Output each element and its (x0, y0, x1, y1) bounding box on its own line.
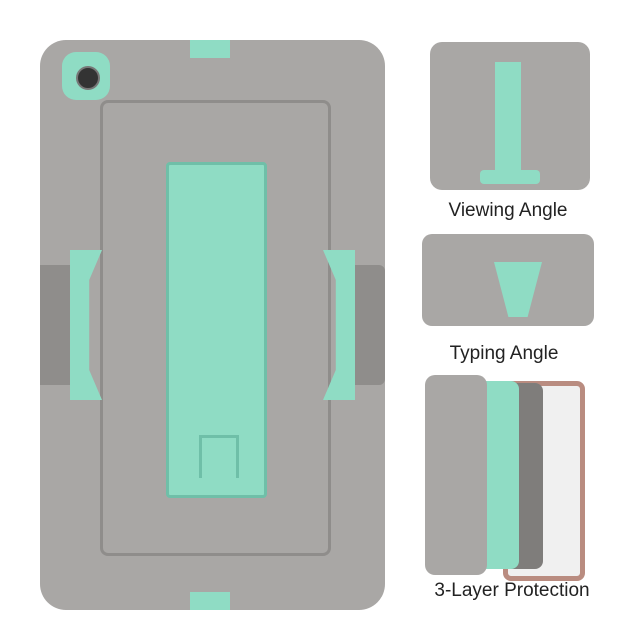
typing-angle-label: Typing Angle (449, 343, 559, 364)
kickstand-typing (494, 262, 542, 317)
protection-label: 3-Layer Protection (434, 580, 590, 601)
top-clip (190, 40, 230, 58)
kickstand-foot (480, 170, 540, 184)
left-bumper (70, 250, 102, 400)
kickstand-extended (495, 62, 521, 180)
left-grip (40, 265, 70, 385)
three-layer-image (425, 375, 595, 581)
viewing-angle-image (430, 42, 590, 190)
viewing-angle-label: Viewing Angle (448, 200, 568, 221)
right-grip (355, 265, 385, 385)
case-inner-panel (100, 100, 331, 556)
kickstand (166, 162, 267, 498)
kickstand-hinge (199, 435, 239, 478)
tablet-case-main (40, 40, 385, 610)
camera-lens-icon (76, 66, 100, 90)
bottom-clip (190, 592, 230, 610)
silicone-layer (425, 375, 487, 575)
typing-angle-image (422, 234, 594, 326)
camera-cutout (62, 52, 110, 100)
